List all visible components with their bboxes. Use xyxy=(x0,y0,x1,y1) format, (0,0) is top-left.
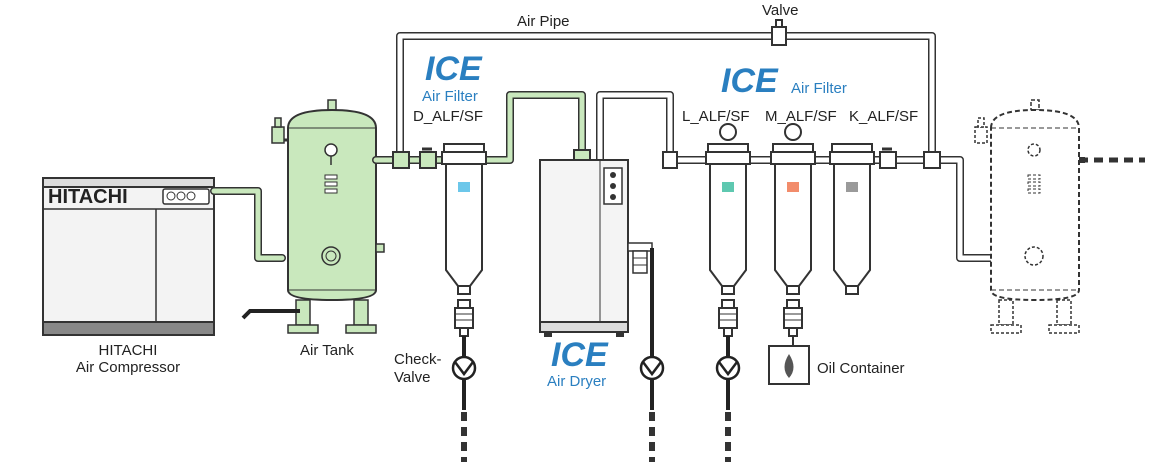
check-valve-l xyxy=(715,355,741,381)
filter-l-label: L_ALF/SF xyxy=(682,108,750,125)
filter-d xyxy=(441,143,487,295)
reserve-air-tank xyxy=(974,99,1145,334)
compressor-outlet-pipe xyxy=(210,187,286,262)
filter-d-drain xyxy=(454,299,474,337)
compressor-label-line1: HITACHI xyxy=(99,342,158,359)
filter-l-drain xyxy=(718,299,738,337)
filter-m-tag xyxy=(787,182,799,192)
filter-k xyxy=(829,143,875,295)
ice-dryer-brand: ICE xyxy=(551,336,609,374)
dryer-drain xyxy=(627,242,654,350)
filter-m xyxy=(770,123,816,295)
ice-dryer-subtitle: Air Dryer xyxy=(547,373,606,390)
filter-d-label: D_ALF/SF xyxy=(413,108,483,125)
air-pipe-label: Air Pipe xyxy=(517,13,570,30)
check-valve-dryer xyxy=(639,355,665,381)
compressor-brand-text: HITACHI xyxy=(48,186,128,208)
filter-d-tag xyxy=(458,182,470,192)
filter-l xyxy=(705,123,751,295)
oil-container-label: Oil Container xyxy=(817,360,905,377)
air-compressor: HITACHI xyxy=(42,177,215,336)
main-air-pipe xyxy=(372,32,999,262)
bypass-valve xyxy=(771,19,787,46)
filter-k-tag xyxy=(846,182,858,192)
check-valve-label-line2: Valve xyxy=(394,369,430,386)
check-valve-label-line1: Check- xyxy=(394,351,442,368)
air-dryer xyxy=(539,159,629,337)
filter-m-label: M_ALF/SF xyxy=(765,108,837,125)
air-tank xyxy=(241,99,385,334)
filter-k-label: K_ALF/SF xyxy=(849,108,918,125)
check-valve-d xyxy=(451,355,477,381)
ice-filter-right-subtitle: Air Filter xyxy=(791,80,847,97)
oil-container xyxy=(768,336,810,385)
compressor-label-line2: Air Compressor xyxy=(76,359,180,376)
valve-label: Valve xyxy=(762,2,798,19)
pipe-valves xyxy=(392,147,941,169)
air-tank-label: Air Tank xyxy=(300,342,354,359)
filter-l-tag xyxy=(722,182,734,192)
ice-filter-right-brand: ICE xyxy=(721,62,779,100)
ice-filter-left-subtitle: Air Filter xyxy=(422,88,478,105)
filter-m-drain xyxy=(783,299,803,337)
ice-filter-left-brand: ICE xyxy=(425,50,483,88)
